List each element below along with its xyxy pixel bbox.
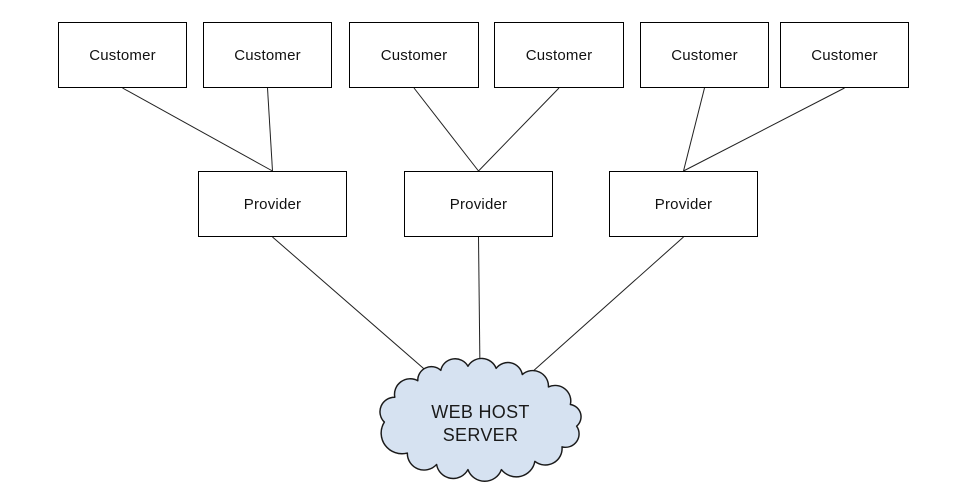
node-customer-1: Customer [58, 22, 187, 88]
node-provider-3: Provider [609, 171, 758, 237]
edge-customer-6-to-provider-3 [683, 87, 845, 172]
node-label: Customer [89, 46, 156, 64]
node-provider-1: Provider [198, 171, 347, 237]
node-label: Provider [449, 195, 508, 213]
node-customer-5: Customer [640, 22, 769, 88]
node-customer-6: Customer [780, 22, 909, 88]
node-label: Customer [811, 46, 878, 64]
node-web-host-server: WEB HOST SERVER [376, 357, 585, 482]
edge-customer-2-to-provider-1 [267, 87, 273, 172]
edge-customer-3-to-provider-2 [413, 87, 479, 172]
edge-customer-1-to-provider-1 [122, 87, 273, 172]
cloud-label: WEB HOST SERVER [376, 358, 585, 482]
node-provider-2: Provider [404, 171, 553, 237]
cloud-icon [379, 357, 582, 482]
node-customer-3: Customer [349, 22, 479, 88]
edge-customer-4-to-provider-2 [478, 87, 560, 172]
node-label: Customer [380, 46, 448, 64]
edge-customer-5-to-provider-3 [683, 87, 705, 172]
cloud-label-line: SERVER [442, 425, 519, 445]
node-label: Customer [234, 46, 301, 64]
node-label: Provider [243, 195, 302, 213]
node-customer-4: Customer [494, 22, 624, 88]
node-label: Customer [671, 46, 738, 64]
node-label: Customer [525, 46, 593, 64]
node-label: Provider [654, 195, 713, 213]
node-customer-2: Customer [203, 22, 332, 88]
cloud-label-line: WEB HOST [431, 402, 530, 422]
